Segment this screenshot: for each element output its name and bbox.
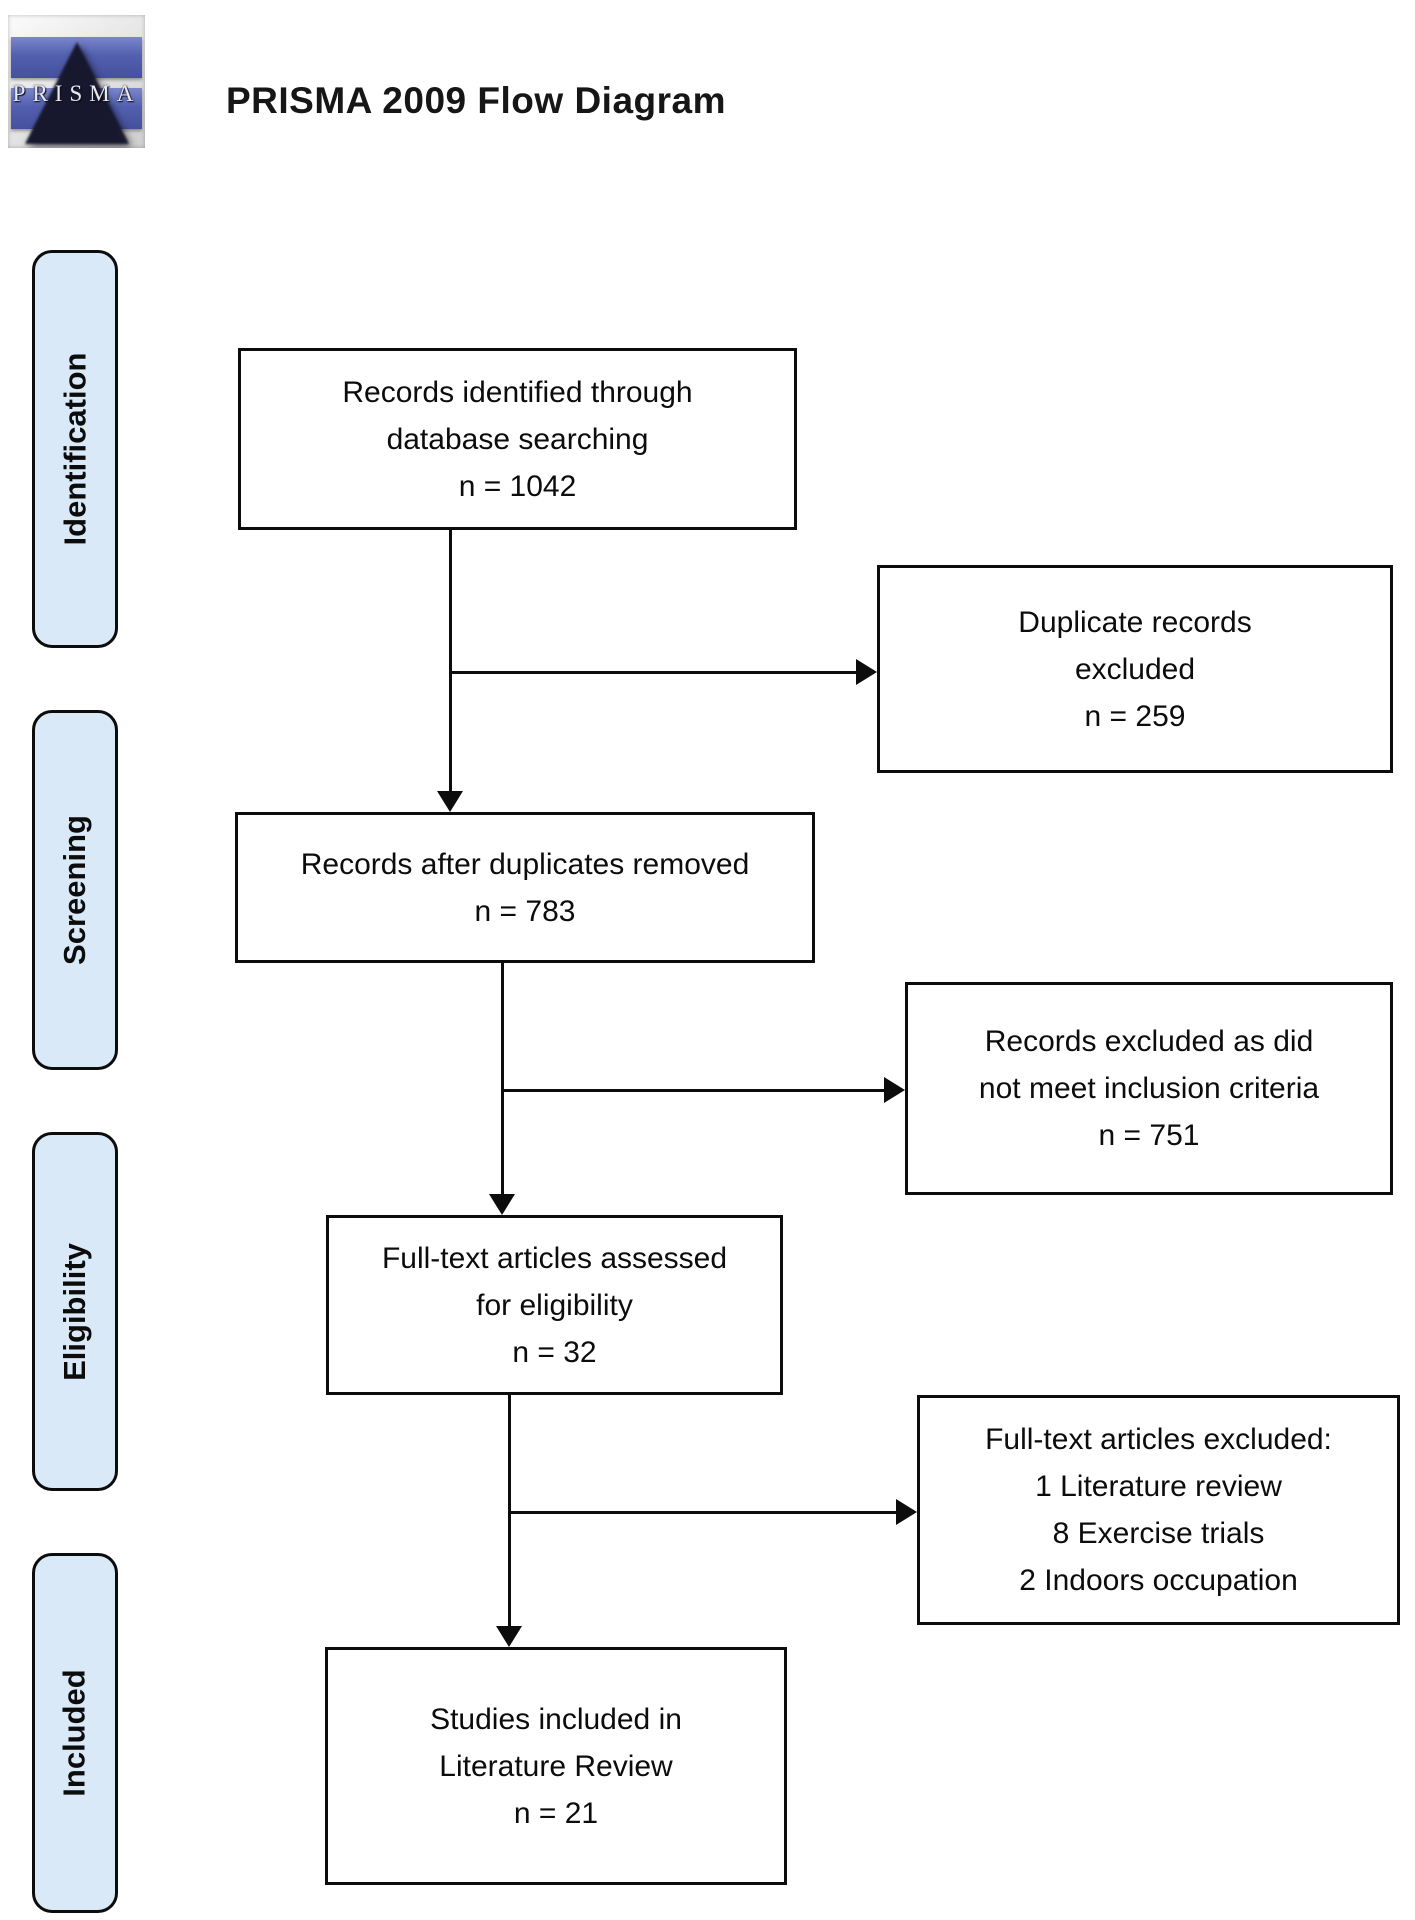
arrowhead-right-icon <box>896 1499 917 1525</box>
stage-label: Included <box>57 1669 93 1797</box>
box-line: Studies included in <box>430 1702 682 1736</box>
prisma-logo: PRISMA <box>8 15 145 148</box>
box-line: Duplicate records <box>1018 605 1252 639</box>
box-line: Records excluded as did <box>984 1025 1314 1058</box>
box-line: 8 Exercise trials <box>1052 1517 1265 1550</box>
stage-label: Identification <box>57 352 93 546</box>
connector-to-records-excluded <box>502 1089 885 1092</box>
box-count: n = 783 <box>474 894 576 928</box>
stage-bar-identification: Identification <box>32 250 118 648</box>
box-duplicates-excluded: Duplicate records excluded n = 259 <box>877 565 1393 773</box>
box-line: not meet inclusion criteria <box>978 1072 1320 1105</box>
box-line: Literature Review <box>439 1749 673 1783</box>
box-count: n = 21 <box>513 1796 599 1830</box>
box-line: Records identified through <box>342 375 693 409</box>
box-line: 2 Indoors occupation <box>1019 1564 1298 1597</box>
box-studies-included: Studies included in Literature Review n … <box>325 1647 787 1885</box>
arrowhead-down-icon <box>437 791 463 812</box>
arrowhead-right-icon <box>884 1077 905 1103</box>
connector-to-fulltext-excluded <box>509 1511 897 1514</box>
box-line: excluded <box>1074 652 1196 686</box>
box-line: 1 Literature review <box>1035 1470 1282 1503</box>
arrowhead-down-icon <box>489 1194 515 1215</box>
arrowhead-down-icon <box>496 1626 522 1647</box>
box-records-excluded: Records excluded as did not meet inclusi… <box>905 982 1393 1195</box>
box-line: Full-text articles assessed <box>381 1241 728 1275</box>
stage-label: Screening <box>57 815 93 965</box>
stage-label: Eligibility <box>57 1242 93 1381</box>
box-count: n = 32 <box>512 1335 597 1369</box>
connector-screening-to-eligibility <box>501 963 504 1195</box>
page-title: PRISMA 2009 Flow Diagram <box>226 80 726 121</box>
logo-triangle-icon <box>24 42 129 144</box>
box-fulltext-excluded: Full-text articles excluded: 1 Literatur… <box>917 1395 1400 1625</box>
box-line: database searching <box>386 422 649 456</box>
stage-bar-screening: Screening <box>32 710 118 1070</box>
box-fulltext-assessed: Full-text articles assessed for eligibil… <box>326 1215 783 1395</box>
box-records-identified: Records identified through database sear… <box>238 348 797 530</box>
box-line: for eligibility <box>476 1288 633 1322</box>
logo-wordmark: PRISMA <box>12 81 141 106</box>
box-records-after-duplicates: Records after duplicates removed n = 783 <box>235 812 815 963</box>
box-line: Records after duplicates removed <box>300 847 750 881</box>
connector-identified-to-screening <box>449 530 452 792</box>
arrowhead-right-icon <box>856 659 877 685</box>
stage-bar-eligibility: Eligibility <box>32 1132 118 1491</box>
stage-bar-included: Included <box>32 1553 118 1913</box>
box-count: n = 1042 <box>458 469 577 503</box>
box-count: n = 259 <box>1084 699 1186 733</box>
box-line: Full-text articles excluded: <box>985 1423 1332 1456</box>
box-count: n = 751 <box>1098 1119 1200 1152</box>
connector-to-duplicates-excluded <box>450 671 857 674</box>
